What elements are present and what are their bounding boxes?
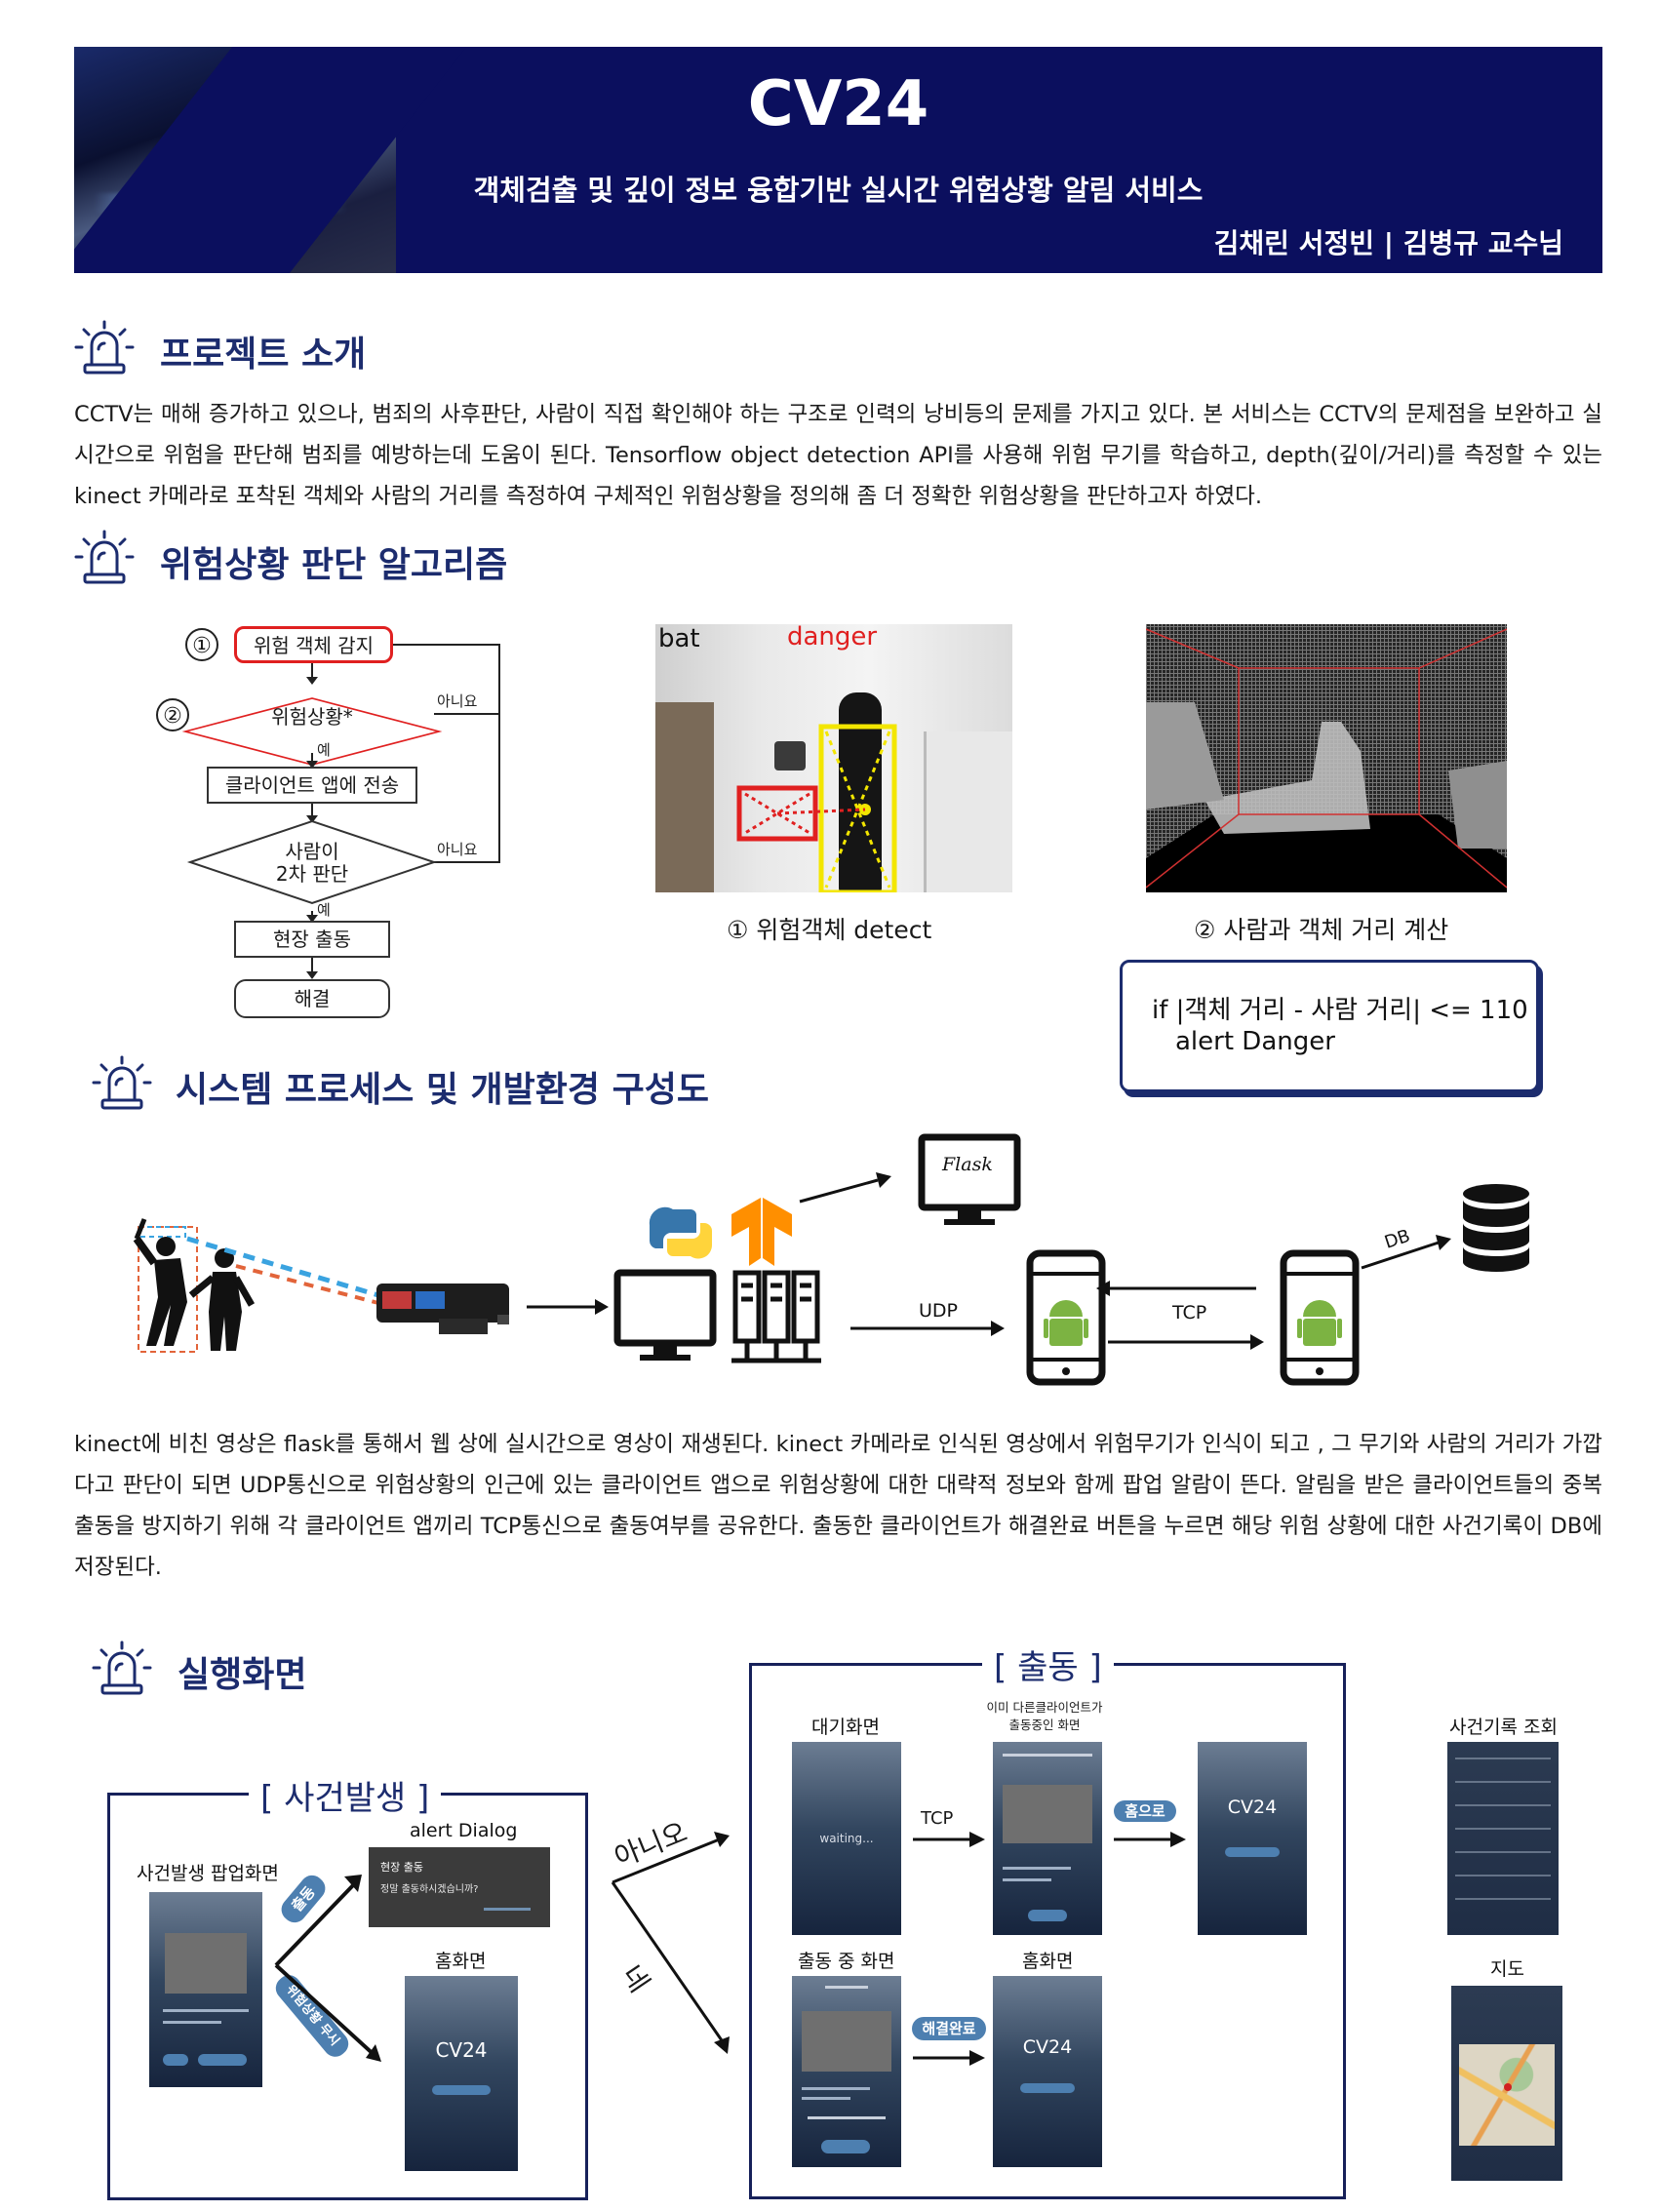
dispatch-home-title: 홈화면 <box>1022 1951 1074 1972</box>
flow-detect: 위험 객체 감지 <box>234 626 393 663</box>
intro-paragraph: CCTV는 매해 증가하고 있으나, 범죄의 사후판단, 사람이 직접 확인해야… <box>74 402 1602 509</box>
dispatch-tcp-label: TCP <box>921 1808 954 1829</box>
records-title: 사건기록 조회 <box>1449 1717 1558 1738</box>
detect-caption: ① 위험객체 detect <box>727 916 932 944</box>
map-screen <box>1451 1986 1562 2181</box>
flow-danger: 위험상황* <box>271 705 353 729</box>
flow-yes-label: 예 <box>317 741 331 759</box>
dispatch-home-app-name: CV24 <box>1227 1797 1278 1818</box>
flask-monitor-icon <box>918 1133 1021 1225</box>
incident-home-app-name: CV24 <box>435 2038 488 2062</box>
database-icon <box>1463 1184 1529 1272</box>
ongoing-title: 출동 중 화면 <box>798 1951 895 1972</box>
other-client-screen <box>993 1742 1102 1935</box>
python-logo <box>649 1206 713 1259</box>
home-arrow <box>1114 1832 1186 1847</box>
popup-screen-title: 사건발생 팝업화면 <box>137 1863 279 1884</box>
section-title-system: 시스템 프로세스 및 개발환경 구성도 <box>176 1070 709 1110</box>
depth-image <box>1146 624 1507 892</box>
flow-no-label: 아니요 <box>437 692 478 710</box>
popup-screen <box>149 1892 262 2087</box>
tcp-label: TCP <box>1171 1302 1206 1323</box>
alert-dialog: 현장 출동 정말 출동하시겠습니까? <box>369 1847 550 1927</box>
other-client-title: 이미 다른클라이언트가 출동중인 화면 <box>986 1700 1103 1732</box>
dialog-line-2: 정말 출동하시겠습니까? <box>380 1884 479 1895</box>
tcp-arrow <box>913 1832 985 1847</box>
monitor-icon <box>613 1269 717 1361</box>
flask-label: Flask <box>941 1154 993 1175</box>
section-title-intro: 프로젝트 소개 <box>160 335 367 375</box>
branch-arrows <box>611 1832 730 2054</box>
section-title-algorithm: 위험상황 판단 알고리즘 <box>160 545 508 585</box>
bat-label: bat <box>658 624 700 653</box>
system-paragraph: kinect에 비친 영상은 flask를 통해서 웹 상에 실시간으로 영상이… <box>74 1432 1602 1580</box>
flow-resolve: 해결 <box>234 979 390 1018</box>
page-subtitle: 객체검출 및 깊이 정보 융합기반 실시간 위험상황 알림 서비스 <box>473 174 1204 207</box>
kinect-camera-icon <box>376 1284 509 1334</box>
page-title: CV24 <box>747 68 929 140</box>
waiting-screen: waiting... <box>792 1742 901 1935</box>
waiting-text: waiting... <box>819 1832 874 1845</box>
condition-box: if |객체 거리 - 사람 거리| <= 110 alert Danger <box>1120 960 1539 1092</box>
ongoing-screen <box>792 1976 901 2167</box>
done-arrow <box>913 2050 985 2066</box>
attack-scene-icon <box>133 1218 256 1353</box>
dispatch-frame-title: [ 출동 ] <box>982 1640 1114 1688</box>
header-photo <box>74 47 396 273</box>
flow-dispatch: 현장 출동 <box>234 921 390 958</box>
siren-icon <box>92 1055 152 1110</box>
siren-icon <box>74 530 135 584</box>
siren-icon <box>74 320 135 375</box>
incident-home-title: 홈화면 <box>435 1951 487 1972</box>
android-phone-icon <box>1280 1249 1360 1386</box>
flow-no-label: 아니요 <box>437 841 478 858</box>
home-pill: 홈으로 <box>1114 1800 1176 1822</box>
header-banner: CV24 객체검출 및 깊이 정보 융합기반 실시간 위험상황 알림 서비스 김… <box>74 47 1602 273</box>
dialog-line-1: 현장 출동 <box>380 1861 423 1874</box>
flowchart-connectors <box>181 639 500 979</box>
dialog-title: alert Dialog <box>410 1820 518 1841</box>
flow-send: 클라이언트 앱에 전송 <box>207 767 417 804</box>
condition-line-2: alert Danger <box>1175 1027 1335 1056</box>
flowchart: ① ② 위험 객체 감지 위험상황* 예 아니요 클라이언트 앱에 전송 사람이… <box>146 614 517 1024</box>
system-diagram: Flask UDP TCP DB <box>133 1133 1529 1386</box>
tensorflow-logo <box>731 1198 792 1266</box>
condition-line-1: if |객체 거리 - 사람 거리| <= 110 <box>1152 996 1528 1025</box>
udp-label: UDP <box>919 1300 958 1322</box>
map-title: 지도 <box>1490 1958 1524 1980</box>
flow-yes-label: 예 <box>317 901 331 919</box>
authors: 김채린 서정빈 | 김병규 교수님 <box>1213 227 1563 259</box>
section-title-screens: 실행화면 <box>178 1655 307 1695</box>
server-icon <box>731 1270 821 1363</box>
step-1-number: ① <box>185 628 218 661</box>
final-home-app-name: CV24 <box>1022 2036 1073 2058</box>
danger-label: danger <box>787 624 878 652</box>
detect-image: bat danger <box>655 624 1012 892</box>
dispatch-home-screen: CV24 <box>1198 1742 1307 1935</box>
db-label: DB <box>1382 1226 1412 1253</box>
flow-person: 사람이 2차 판단 <box>275 840 349 886</box>
depth-caption: ② 사람과 객체 거리 계산 <box>1194 916 1449 944</box>
final-home-screen: CV24 <box>993 1976 1102 2167</box>
incident-arrows <box>274 1875 381 2062</box>
done-pill: 해결완료 <box>912 2017 986 2040</box>
step-2-number: ② <box>156 698 189 731</box>
waiting-title: 대기화면 <box>811 1717 880 1738</box>
records-screen <box>1447 1742 1559 1935</box>
android-phone-icon <box>1026 1249 1106 1386</box>
incident-home-screen: CV24 <box>405 1976 518 2171</box>
siren-icon <box>92 1640 152 1695</box>
incident-frame-title: [ 사건발생 ] <box>249 1771 442 1819</box>
